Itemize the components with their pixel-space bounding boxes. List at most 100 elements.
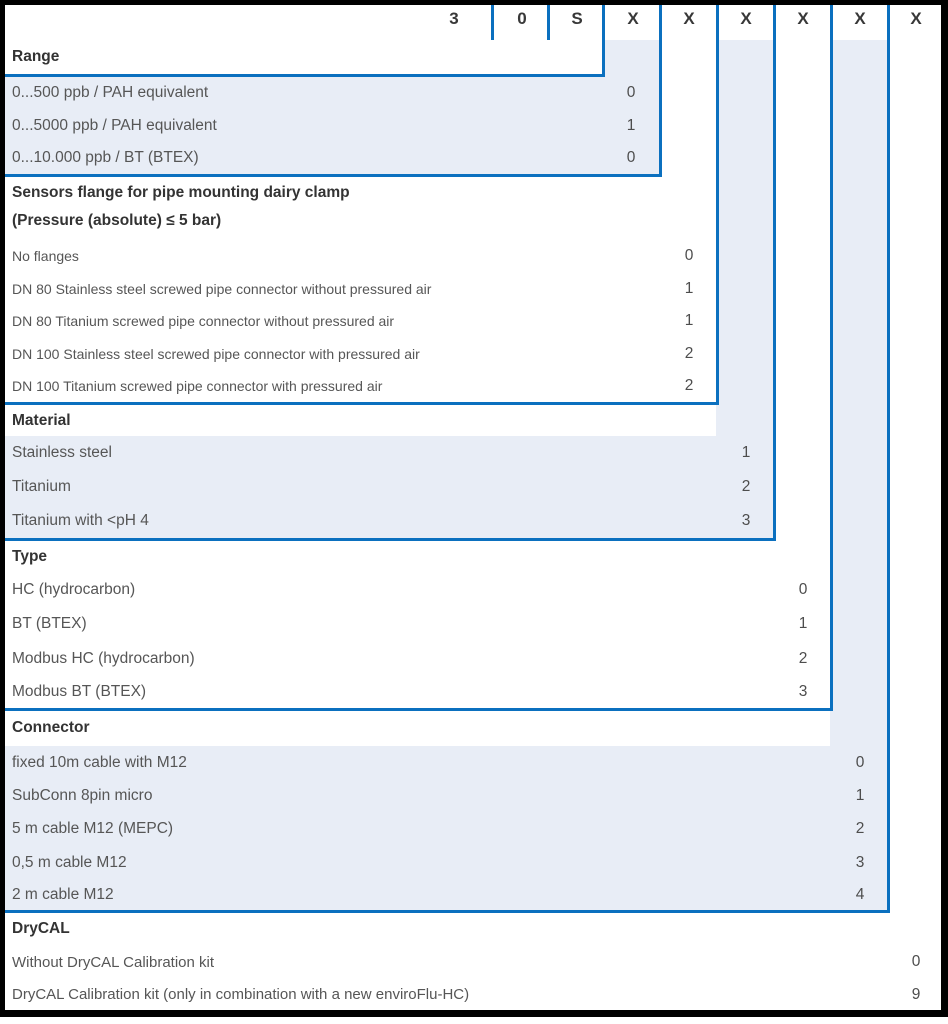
- option-label: No flanges: [12, 248, 79, 264]
- option-label: 0...5000 ppb / PAH equivalent: [12, 116, 217, 134]
- fill-block-material: [5, 436, 775, 538]
- option-label: Without DryCAL Calibration kit: [12, 953, 215, 971]
- option-row: DryCAL Calibration kit (only in combinat…: [5, 979, 941, 1010]
- grid-line-col5-right: [887, 5, 890, 913]
- option-label: DN 100 Titanium screwed pipe connector w…: [12, 378, 383, 394]
- option-label: 5 m cable M12 (MEPC): [12, 820, 174, 837]
- grid-line-range-underline: [5, 74, 605, 77]
- section-title-connector: Connector: [5, 712, 936, 744]
- option-label: Titanium with <pH 4: [12, 512, 149, 529]
- option-row: 0...10.000 ppb / BT (BTEX) 0: [5, 142, 941, 174]
- code-x-placeholder: X: [740, 9, 752, 28]
- option-row: No flanges 0: [5, 240, 941, 272]
- option-code: 2: [855, 820, 865, 837]
- option-code: 2: [684, 377, 694, 394]
- option-label: DN 100 Stainless steel screwed pipe conn…: [12, 345, 420, 362]
- option-row: Without DryCAL Calibration kit 0: [5, 946, 941, 978]
- option-code: 4: [855, 885, 865, 903]
- option-row: DN 80 Titanium screwed pipe connector wi…: [5, 305, 941, 337]
- section-title-text: Type: [12, 548, 48, 565]
- option-label: 0,5 m cable M12: [12, 853, 127, 871]
- code-x-placeholder: X: [627, 9, 639, 28]
- grid-line-col2-right: [716, 5, 719, 405]
- section-title-text: Sensors flange for pipe mounting dairy c…: [12, 184, 350, 201]
- grid-line-material-close: [5, 538, 776, 541]
- grid-line-type-close: [5, 708, 833, 711]
- table-border-bottom: [0, 1010, 948, 1017]
- option-code: 0: [684, 247, 694, 264]
- code-x-placeholder: X: [797, 9, 809, 28]
- section-title-material: Material: [5, 406, 936, 436]
- option-code: 9: [911, 985, 921, 1003]
- option-label: HC (hydrocarbon): [12, 580, 136, 598]
- section-title-flange: Sensors flange for pipe mounting dairy c…: [5, 179, 936, 235]
- code-x-placeholder: X: [683, 9, 695, 28]
- option-label: DryCAL Calibration kit (only in combinat…: [12, 986, 470, 1003]
- option-code: 1: [741, 444, 751, 461]
- option-code: 0: [855, 753, 865, 771]
- option-label: 0...500 ppb / PAH equivalent: [12, 83, 209, 101]
- option-code: 0: [798, 580, 808, 598]
- option-code: 1: [855, 786, 865, 804]
- option-code: 0: [626, 83, 636, 101]
- option-label: DN 80 Stainless steel screwed pipe conne…: [12, 280, 432, 297]
- option-row: SubConn 8pin micro 1: [5, 779, 941, 812]
- option-row: HC (hydrocarbon) 0: [5, 572, 941, 607]
- option-label: DN 80 Titanium screwed pipe connector wi…: [12, 313, 395, 329]
- option-row: 2 m cable M12 4: [5, 879, 941, 910]
- option-row: BT (BTEX) 1: [5, 607, 941, 641]
- option-row: Modbus HC (hydrocarbon) 2: [5, 641, 941, 676]
- option-code: 2: [684, 344, 694, 362]
- option-code: 0: [626, 149, 636, 166]
- option-code: 3: [741, 512, 751, 529]
- option-code: 3: [798, 683, 808, 700]
- code-prefix-digit: 0: [517, 9, 527, 28]
- section-title-text-line2: (Pressure (absolute) ≤ 5 bar): [12, 212, 222, 229]
- grid-line-range-close: [5, 174, 662, 177]
- option-label: SubConn 8pin micro: [12, 786, 153, 804]
- option-label: 2 m cable M12: [12, 885, 114, 903]
- option-label: Modbus HC (hydrocarbon): [12, 649, 195, 667]
- grid-line-sep-0-S: [547, 5, 550, 40]
- section-title-range: Range: [5, 42, 936, 72]
- grid-line-col3-right: [773, 5, 776, 541]
- option-row: DN 100 Stainless steel screwed pipe conn…: [5, 337, 941, 370]
- grid-line-col4-right: [830, 5, 833, 711]
- section-title-text: Connector: [12, 719, 90, 736]
- option-code: 1: [684, 312, 694, 329]
- option-label: BT (BTEX): [12, 615, 87, 632]
- table-border-left: [0, 0, 5, 1017]
- code-x-placeholder: X: [854, 9, 866, 28]
- option-code: 1: [626, 116, 636, 134]
- option-code: 1: [684, 279, 694, 297]
- section-title-text: Range: [12, 48, 60, 65]
- option-label: Titanium: [12, 478, 71, 495]
- option-row: 0...5000 ppb / PAH equivalent 1: [5, 109, 941, 142]
- option-label: 0...10.000 ppb / BT (BTEX): [12, 149, 199, 166]
- option-code: 2: [798, 649, 808, 667]
- option-row: Titanium 2: [5, 470, 941, 504]
- section-title-drycal: DryCAL: [5, 914, 936, 944]
- fill-block-range: [5, 77, 660, 174]
- option-row: Titanium with <pH 4 3: [5, 504, 941, 538]
- section-title-text: DryCAL: [12, 920, 70, 937]
- option-label: Modbus BT (BTEX): [12, 683, 147, 700]
- table-border-top: [0, 0, 948, 5]
- option-code: 2: [741, 478, 751, 495]
- option-row: Stainless steel 1: [5, 436, 941, 470]
- option-row: 0...500 ppb / PAH equivalent 0: [5, 76, 941, 109]
- code-prefix-digit: 3: [449, 9, 459, 28]
- option-code: 0: [911, 953, 921, 970]
- table-border-right: [941, 0, 948, 1017]
- option-row: 5 m cable M12 (MEPC) 2: [5, 812, 941, 846]
- code-x-placeholder: X: [910, 9, 922, 28]
- fill-block-connector: [5, 746, 889, 910]
- option-row: 0,5 m cable M12 3: [5, 846, 941, 879]
- grid-line-connector-close: [5, 910, 890, 913]
- section-title-type: Type: [5, 542, 936, 572]
- option-row: fixed 10m cable with M12 0: [5, 746, 941, 779]
- option-label: fixed 10m cable with M12: [12, 753, 187, 771]
- grid-line-sep-3-0: [491, 5, 494, 40]
- option-label: Stainless steel: [12, 444, 112, 461]
